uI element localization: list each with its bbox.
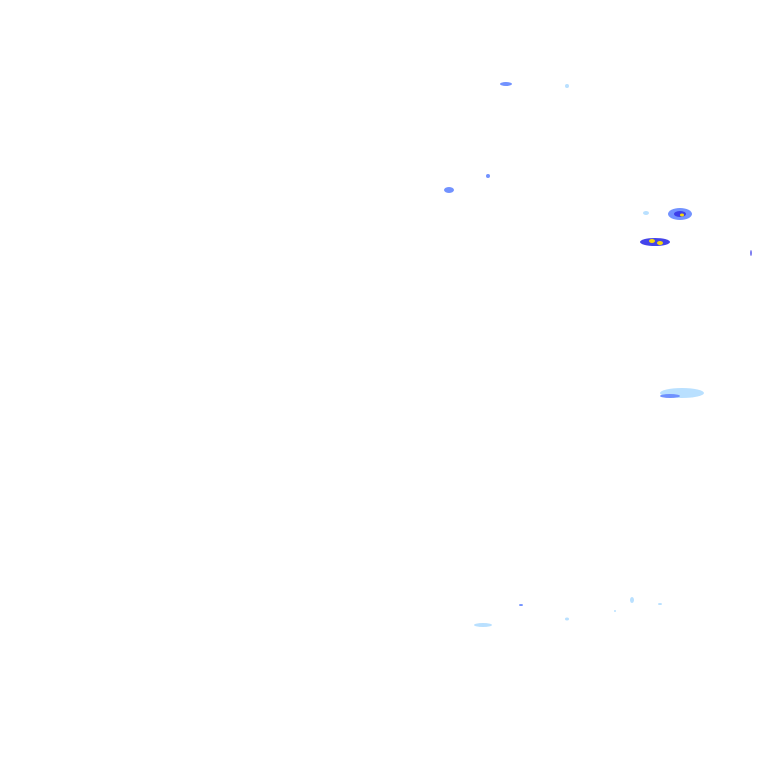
precipitation-echo-light [474, 623, 492, 627]
precipitation-echo-medium [674, 211, 686, 217]
precipitation-echo-light [643, 211, 649, 215]
precipitation-echo-medium [640, 238, 670, 246]
precipitation-echo-light [565, 84, 569, 88]
precipitation-echo-low [519, 604, 523, 606]
precipitation-echo-low [444, 187, 454, 193]
precipitation-echo-low [660, 394, 680, 398]
precipitation-echo-medium [750, 250, 752, 256]
precipitation-echo-low [500, 82, 512, 86]
precipitation-echo-high [657, 241, 663, 245]
precipitation-echo-light [630, 597, 634, 603]
precipitation-echo-light [614, 610, 616, 612]
precipitation-echo-high [680, 213, 684, 217]
precipitation-echo-light [565, 617, 569, 621]
precipitation-echo-high [649, 239, 655, 243]
precipitation-echo-low [486, 174, 490, 178]
precipitation-echo-light [658, 603, 662, 605]
